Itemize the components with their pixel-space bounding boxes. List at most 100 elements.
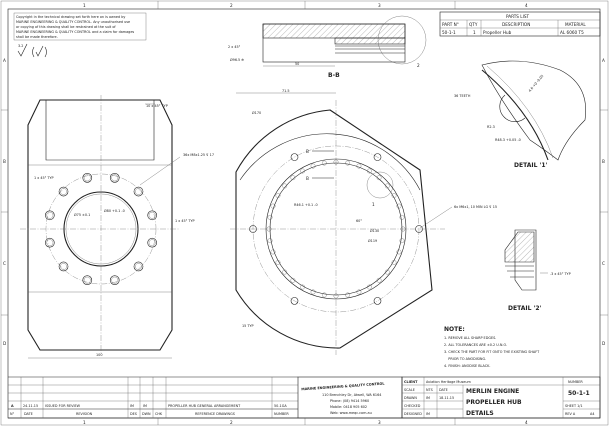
drawing-label: .3 x 45° TYP — [550, 272, 571, 276]
bolt-hole — [82, 173, 93, 183]
drawing-label: 1. REMOVE ALL SHARP EDGES. — [444, 336, 496, 340]
parts-row-part: 50-1-1 — [442, 30, 456, 35]
zone-col-2: 2 — [230, 3, 233, 8]
drawing-label: 2 x 45° — [228, 45, 241, 49]
detail-1: 36 TEETH 4.6 +0 -0.05 R2.3 R48.3 +0.05 -… — [454, 60, 586, 169]
drawing-label: ISSUED FOR REVIEW — [45, 404, 81, 408]
spline-tooth — [275, 193, 281, 198]
zone-row-b-right: B — [602, 159, 605, 164]
bolt-hole-thread — [46, 239, 54, 247]
spline-tooth — [384, 269, 390, 275]
spline-tooth — [321, 292, 327, 298]
drawing-label: 36 TEETH — [454, 94, 471, 98]
drawing-label: PROPELLER HUB GENERAL ARRANGEMENT — [168, 404, 241, 408]
spline-tooth — [391, 260, 397, 265]
drawing-label: PROPELLER HUB — [466, 399, 522, 406]
bolt-hole — [45, 210, 55, 221]
drawing-label: 18.11.15 — [439, 396, 454, 400]
drawing-label: REV A — [565, 412, 576, 416]
spline-tooth — [376, 277, 382, 283]
drawing-label: 50 — [295, 62, 299, 66]
drawing-label: 10 x 45° TYP — [146, 104, 168, 108]
bolt-hole-thread — [83, 276, 91, 284]
drawing-label: MATERIAL — [565, 22, 586, 27]
spline-tooth — [267, 238, 273, 244]
spline-tooth — [310, 289, 316, 295]
main-view: 71.5 Ø170 R46.1 +0.1 -0 Ø130 Ø119 6x M6x… — [230, 89, 497, 355]
spline-tooth — [345, 160, 351, 166]
spline-tooth — [275, 260, 281, 265]
zone-row-d-right: D — [602, 341, 605, 346]
bolt-hole-thread — [60, 263, 67, 270]
drawing-label: 1 x 45° TYP — [175, 219, 195, 223]
drawing-label: Propeller Hub — [483, 30, 512, 35]
drawing-label: IM — [426, 412, 430, 416]
bolt-hole-thread — [135, 188, 142, 195]
bolt-hole — [58, 186, 69, 197]
company-block: MARINE ENGINEERING & QUALITY CONTROL 110… — [297, 376, 403, 419]
drawing-label: 4. FINISH: ANODISE BLACK. — [444, 364, 490, 368]
bolt-hole-thread — [83, 174, 91, 182]
spline-tooth — [290, 175, 296, 181]
spline-tooth — [396, 203, 402, 209]
zone-row-b: B — [3, 159, 6, 164]
drawing-label: IM — [130, 404, 134, 408]
spline-tooth — [367, 284, 372, 290]
drawing-label: Ø130 — [370, 228, 379, 233]
threaded-hole — [373, 153, 382, 161]
zone-col-4-bottom: 4 — [525, 420, 528, 425]
threaded-hole — [290, 153, 299, 161]
drawing-label: REFERENCE DRAWINGS — [195, 412, 235, 416]
drawing-label: 1 x 45° TYP — [34, 176, 54, 180]
drawing-label: R46.1 +0.1 -0 — [294, 203, 318, 207]
drawing-label: NOTE: — [444, 326, 465, 333]
zone-col-3: 3 — [378, 3, 381, 8]
bolt-hole-thread — [46, 211, 54, 219]
spline-tooth — [356, 289, 362, 295]
detail-2: .3 x 45° TYP DETAIL '2' — [504, 229, 571, 312]
bolt-hole — [82, 275, 93, 285]
parts-list-title: PARTS LIST — [506, 14, 529, 19]
drawing-label: 4.6 +0 -0.05 — [528, 74, 545, 93]
drawing-label: 3. CHECK THE PART FOR FIT ONTO THE EXIST… — [444, 350, 540, 354]
spline-tooth — [356, 163, 362, 169]
zone-row-c: C — [3, 261, 6, 266]
drawing-label: B — [306, 149, 309, 154]
drawing-label: QTY — [469, 22, 478, 27]
section-b-b: 50 2 x 45° Ø96.5 ⊕ 2 B-B — [228, 15, 427, 79]
bolt-hole-thread — [60, 188, 67, 195]
spline-tooth — [270, 249, 276, 255]
spline-tooth — [270, 203, 276, 209]
bolt-hole — [109, 173, 120, 183]
bolt-hole-thread — [111, 174, 119, 182]
detail-1-title: DETAIL '1' — [514, 162, 548, 169]
spline-tooth — [399, 214, 405, 220]
drawing-label: B — [306, 176, 309, 181]
spline-tooth — [310, 163, 316, 169]
drawing-label: Ø119 — [368, 238, 377, 243]
drawing-label: CLIENT — [404, 380, 418, 384]
bolt-hole — [109, 275, 120, 285]
drawing-label: 1 — [473, 30, 476, 35]
drawing-label: 6x M6x1, 10 MIN LG ⊽ 15 — [454, 205, 497, 209]
drawing-label: 110 Brenchley Dr, Atwell, WA 6164 — [322, 393, 381, 397]
drawing-label: SCALE — [404, 388, 415, 392]
spline-tooth — [282, 269, 288, 275]
drawing-label: DES — [130, 412, 137, 416]
drawing-label: DESIGNED — [404, 412, 422, 416]
spline-tooth — [321, 160, 327, 166]
drawing-label: Ø75 ±0.1 — [74, 212, 90, 217]
drawing-label: IM — [143, 404, 147, 408]
spline-tooth — [367, 168, 372, 174]
drawing-label: NTS — [426, 388, 433, 392]
drawing-label: 3.2 — [18, 44, 23, 48]
bolt-hole — [45, 237, 55, 248]
notes: NOTE: 1. REMOVE ALL SHARP EDGES. 2. ALL … — [444, 326, 540, 368]
drawing-label: 24.11.15 — [23, 404, 38, 408]
drawing-label: DWN — [142, 412, 151, 416]
bolt-hole-thread — [111, 276, 119, 284]
drawing-label: REVISION — [76, 412, 93, 416]
drawing-label: PRIOR TO ANODISING. — [444, 357, 486, 361]
bolt-hole-thread — [148, 211, 156, 219]
